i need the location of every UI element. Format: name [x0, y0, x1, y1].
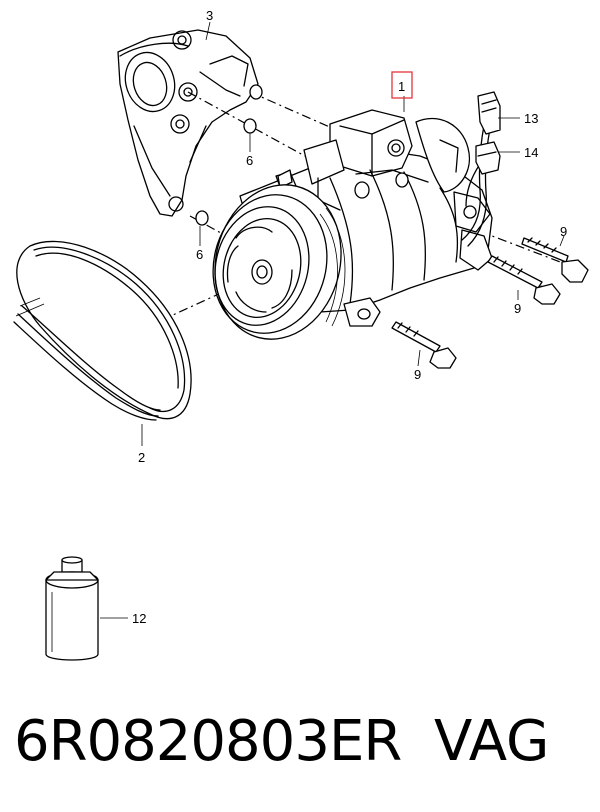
- callout-12: 12: [132, 611, 146, 626]
- callout-14: 14: [524, 145, 538, 160]
- callout-1: 1: [398, 79, 405, 94]
- callout-3: 3: [206, 8, 213, 23]
- callout-13: 13: [524, 111, 538, 126]
- footer: 6R0820803ER VAG: [14, 700, 586, 790]
- connector-13: [477, 91, 501, 135]
- callout-9-lower: 9: [414, 367, 421, 382]
- brand-label: VAG: [434, 709, 550, 774]
- part-number: 6R0820803ER: [14, 709, 402, 774]
- bolt-lower: [391, 321, 457, 369]
- bolt-middle-right: [487, 255, 561, 305]
- callout-6-upper: 6: [246, 153, 253, 168]
- callout-9-middle: 9: [514, 301, 521, 316]
- bolt-upper-right: [521, 237, 589, 283]
- highlight-box: [391, 71, 413, 99]
- mounting-bracket: [117, 29, 259, 217]
- connector-14: [475, 141, 501, 175]
- poly-v-belt: [13, 240, 192, 421]
- clutch-pulley: [212, 184, 346, 340]
- callout-2: 2: [138, 450, 145, 465]
- callout-6-lower: 6: [196, 247, 203, 262]
- oil-canister: [45, 556, 99, 661]
- callout-9-upper: 9: [560, 224, 567, 239]
- leader-lines: [100, 21, 565, 619]
- spacer-sleeve-lower: [195, 210, 209, 226]
